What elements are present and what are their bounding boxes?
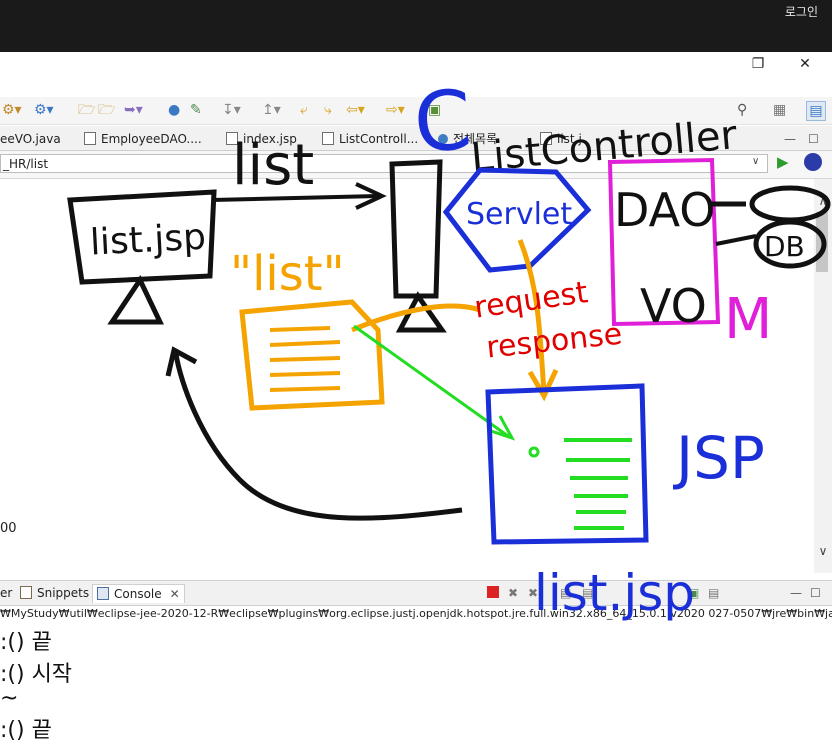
url-input[interactable]: _HR/list: [0, 154, 768, 173]
globe-icon: [438, 134, 448, 144]
eclipse-icon[interactable]: [804, 153, 822, 171]
open-folder-icon[interactable]: 🗁: [78, 102, 96, 118]
forward-arrow-icon[interactable]: ⇨▾: [386, 102, 405, 118]
console-line: :() 끝: [0, 630, 52, 655]
new-icon[interactable]: ⚙▾: [34, 102, 54, 118]
jsp-file-icon: [540, 132, 552, 145]
page-text: 00: [0, 521, 17, 536]
tab-index-jsp[interactable]: index.jsp: [226, 130, 297, 148]
restore-window-icon[interactable]: ❐: [751, 56, 765, 72]
tab-server[interactable]: er: [0, 584, 12, 602]
tab-employee-dao[interactable]: EmployeeDAO....: [84, 130, 202, 148]
clear-console-icon[interactable]: ▤: [560, 586, 572, 600]
tab-label: ListControll...: [339, 132, 419, 146]
java-ee-perspective-icon[interactable]: ▤: [806, 101, 826, 121]
forward-edit-icon[interactable]: ⤷: [324, 102, 332, 118]
search-icon[interactable]: ⚲: [737, 102, 748, 118]
browser-content: [0, 179, 814, 573]
navigate-down-icon[interactable]: ↧▾: [222, 102, 241, 118]
task-icon[interactable]: ➥▾: [124, 102, 143, 118]
tab-label: index.jsp: [243, 132, 297, 146]
tab-label: 전체목록: [453, 132, 498, 146]
java-file-icon: [84, 132, 96, 145]
console-line: ~: [0, 686, 19, 711]
minimize-icon[interactable]: —: [790, 586, 802, 600]
open-perspective-icon[interactable]: ▦: [773, 102, 787, 118]
tab-snippets[interactable]: Snippets: [20, 584, 89, 602]
snippets-icon: [20, 586, 32, 599]
login-button[interactable]: 로그인: [784, 5, 818, 19]
new-window-icon[interactable]: ▣: [428, 102, 442, 118]
editor-tabs: eeVO.java EmployeeDAO.... index.jsp List…: [0, 126, 832, 151]
remove-all-icon[interactable]: ✖: [528, 586, 539, 600]
navigate-up-icon[interactable]: ↥▾: [262, 102, 281, 118]
tab-browser-list[interactable]: 전체목록: [438, 130, 497, 148]
terminate-icon[interactable]: [487, 586, 499, 598]
open-type-icon[interactable]: 🗁: [98, 102, 116, 118]
scroll-lock-icon[interactable]: ▤: [582, 586, 594, 600]
tab-label: er: [0, 586, 13, 600]
vertical-scrollbar[interactable]: [814, 179, 832, 573]
tab-label: list.j: [557, 132, 582, 146]
tab-list-jsp[interactable]: list.j: [540, 130, 582, 148]
console-launch-path: ₩MyStudy₩util₩eclipse-jee-2020-12-R₩ecli…: [0, 607, 832, 620]
maximize-icon[interactable]: ☐: [808, 132, 819, 146]
console-line: :() 끝: [0, 718, 52, 743]
back-arrow-icon[interactable]: ⇦▾: [346, 102, 365, 118]
search-tool-icon[interactable]: ✎: [190, 102, 202, 118]
globe-icon[interactable]: ●: [168, 102, 181, 118]
console-tab-bar: er Snippets Console ✕ ✖ ✖ ▤ ▤ ▣ ▤ — ☐: [0, 580, 832, 606]
scroll-up-icon[interactable]: ∧: [818, 194, 828, 208]
remove-launch-icon[interactable]: ✖: [508, 586, 519, 600]
console-icon: [97, 587, 109, 600]
debug-run-icon[interactable]: ⚙▾: [2, 102, 22, 118]
main-toolbar: ⚙▾ ⚙▾ 🗁 🗁 ➥▾ ● ✎ ↧▾ ↥▾ ⤶ ⤷ ⇦▾ ⇨▾ ▣ ⚲ ▦ ▤: [0, 97, 832, 125]
tab-label: eeVO.java: [0, 132, 61, 146]
close-icon[interactable]: ✕: [799, 56, 811, 72]
console-line: :() 시작: [0, 662, 73, 687]
display-console-icon[interactable]: ▣: [688, 586, 700, 600]
java-file-icon: [322, 132, 334, 145]
browser-url-bar: _HR/list ∨ ▶: [0, 151, 832, 179]
top-dark-bar: 로그인: [0, 0, 832, 52]
scrollbar-thumb[interactable]: [816, 212, 828, 272]
tab-label: Console: [114, 587, 162, 601]
scroll-down-icon[interactable]: ∨: [818, 544, 828, 558]
chevron-down-icon[interactable]: ∨: [752, 156, 760, 167]
tab-employee-vo[interactable]: eeVO.java: [0, 130, 61, 148]
last-edit-icon[interactable]: ⤶: [300, 102, 308, 118]
tab-label: Snippets: [37, 586, 90, 600]
pin-console-icon[interactable]: ▤: [708, 586, 720, 600]
tab-list-controller[interactable]: ListControll...: [322, 130, 418, 148]
window-titlebar: [0, 52, 832, 76]
close-icon[interactable]: ✕: [169, 587, 180, 601]
maximize-icon[interactable]: ☐: [810, 586, 821, 600]
minimize-icon[interactable]: —: [784, 132, 796, 146]
tab-label: EmployeeDAO....: [101, 132, 202, 146]
jsp-file-icon: [226, 132, 238, 145]
go-icon[interactable]: ▶: [777, 153, 789, 171]
tab-console[interactable]: Console ✕: [92, 584, 185, 603]
